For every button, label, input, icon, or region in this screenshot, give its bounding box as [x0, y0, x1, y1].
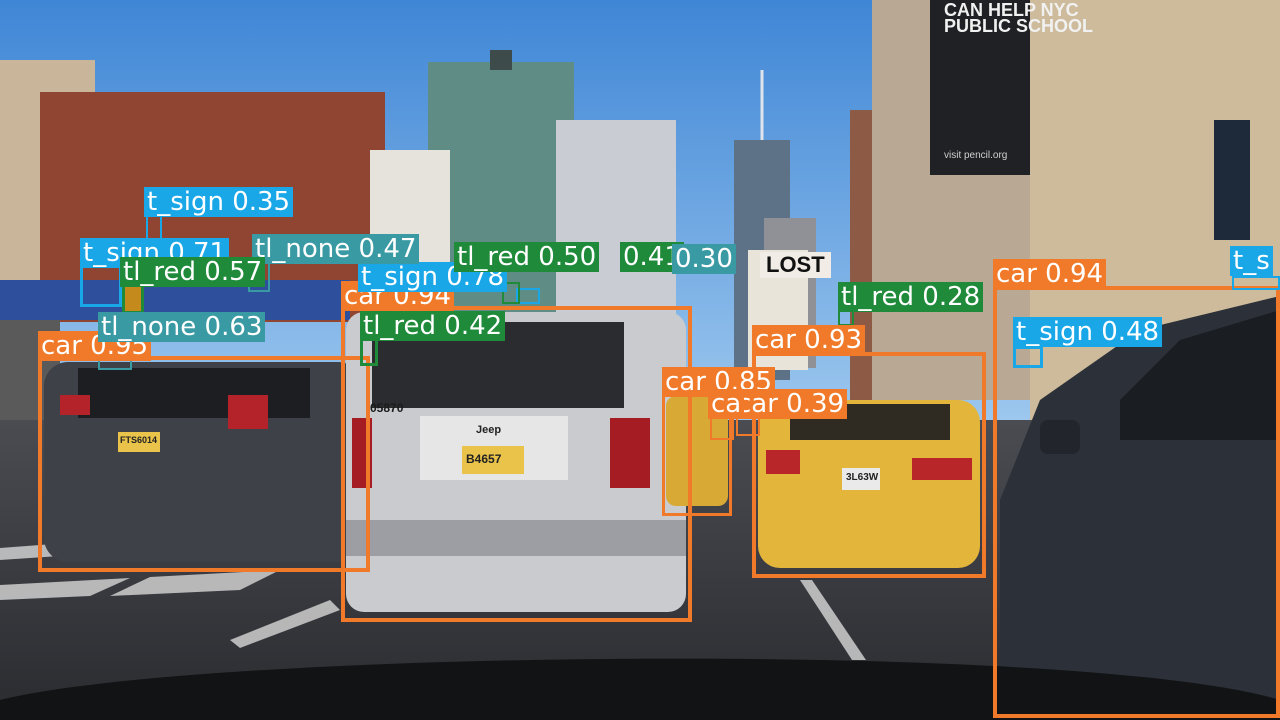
label-t-sign-right: t_sign 0.48 — [1013, 317, 1163, 347]
billboard-text-line-2: PUBLIC SCHOOL — [944, 16, 1094, 36]
bbox-car-taxi — [752, 352, 986, 578]
bbox-t-sign-yield — [80, 265, 122, 307]
vehicle-honda-suv — [44, 362, 362, 562]
honda-license-plate: FTS6014 — [120, 435, 158, 445]
bbox-tl-red-center — [360, 338, 378, 366]
bbox-t-sign-right — [1013, 346, 1043, 368]
label-tl-red-right: tl_red 0.28 — [838, 282, 984, 312]
label-tl-none-top: tl_none 0.47 — [252, 234, 420, 264]
label-tl-none-left: tl_none 0.63 — [98, 312, 266, 342]
label-tl-red-far: tl_red 0.50 — [454, 242, 600, 272]
jeep-badge: Jeep — [476, 424, 502, 436]
billboard-text-line-1: CAN HELP NYC — [944, 0, 1079, 20]
vehicle-distant-taxi — [666, 396, 728, 506]
jeep-license-plate: B4657 — [466, 452, 502, 466]
taxi-license-plate: 3L63W — [846, 472, 879, 483]
jeep-unit-number: 05870 — [370, 401, 404, 415]
label-car-dark-sedan: car 0.94 — [993, 259, 1107, 289]
crosswalk-stripes — [0, 542, 866, 660]
vehicle-yellow-taxi — [758, 400, 980, 568]
label-car-taxi: car 0.93 — [752, 325, 866, 355]
bbox-car-dark-sedan — [993, 286, 1280, 718]
label-tl-red-left: tl_red 0.57 — [120, 257, 266, 287]
bbox-t-sign-edge — [1232, 276, 1280, 290]
label-tl-none-far: 0.30 — [672, 244, 736, 274]
lost-dog-poster: LOST — [760, 252, 831, 278]
bbox-t-sign-center — [516, 288, 540, 304]
vehicle-dark-sedan-right — [1000, 296, 1280, 715]
label-tl-red-center: tl_red 0.42 — [360, 311, 506, 341]
left-buildings — [0, 60, 450, 460]
bbox-car-white-jeep — [341, 306, 692, 622]
label-t-sign-high: t_sign 0.35 — [144, 187, 294, 217]
dashboard-hood — [0, 658, 1280, 720]
billboard-url: visit pencil.org — [944, 150, 1008, 161]
vehicle-white-jeep — [346, 312, 686, 612]
bbox-car-far-2 — [736, 416, 760, 436]
label-car-far: ca — [708, 389, 745, 419]
label-t-sign-edge: t_s — [1230, 246, 1273, 276]
bbox-tl-red-far — [502, 282, 520, 304]
bbox-car-honda — [38, 356, 370, 572]
label-car-far-2: car 0.39 — [734, 389, 848, 419]
